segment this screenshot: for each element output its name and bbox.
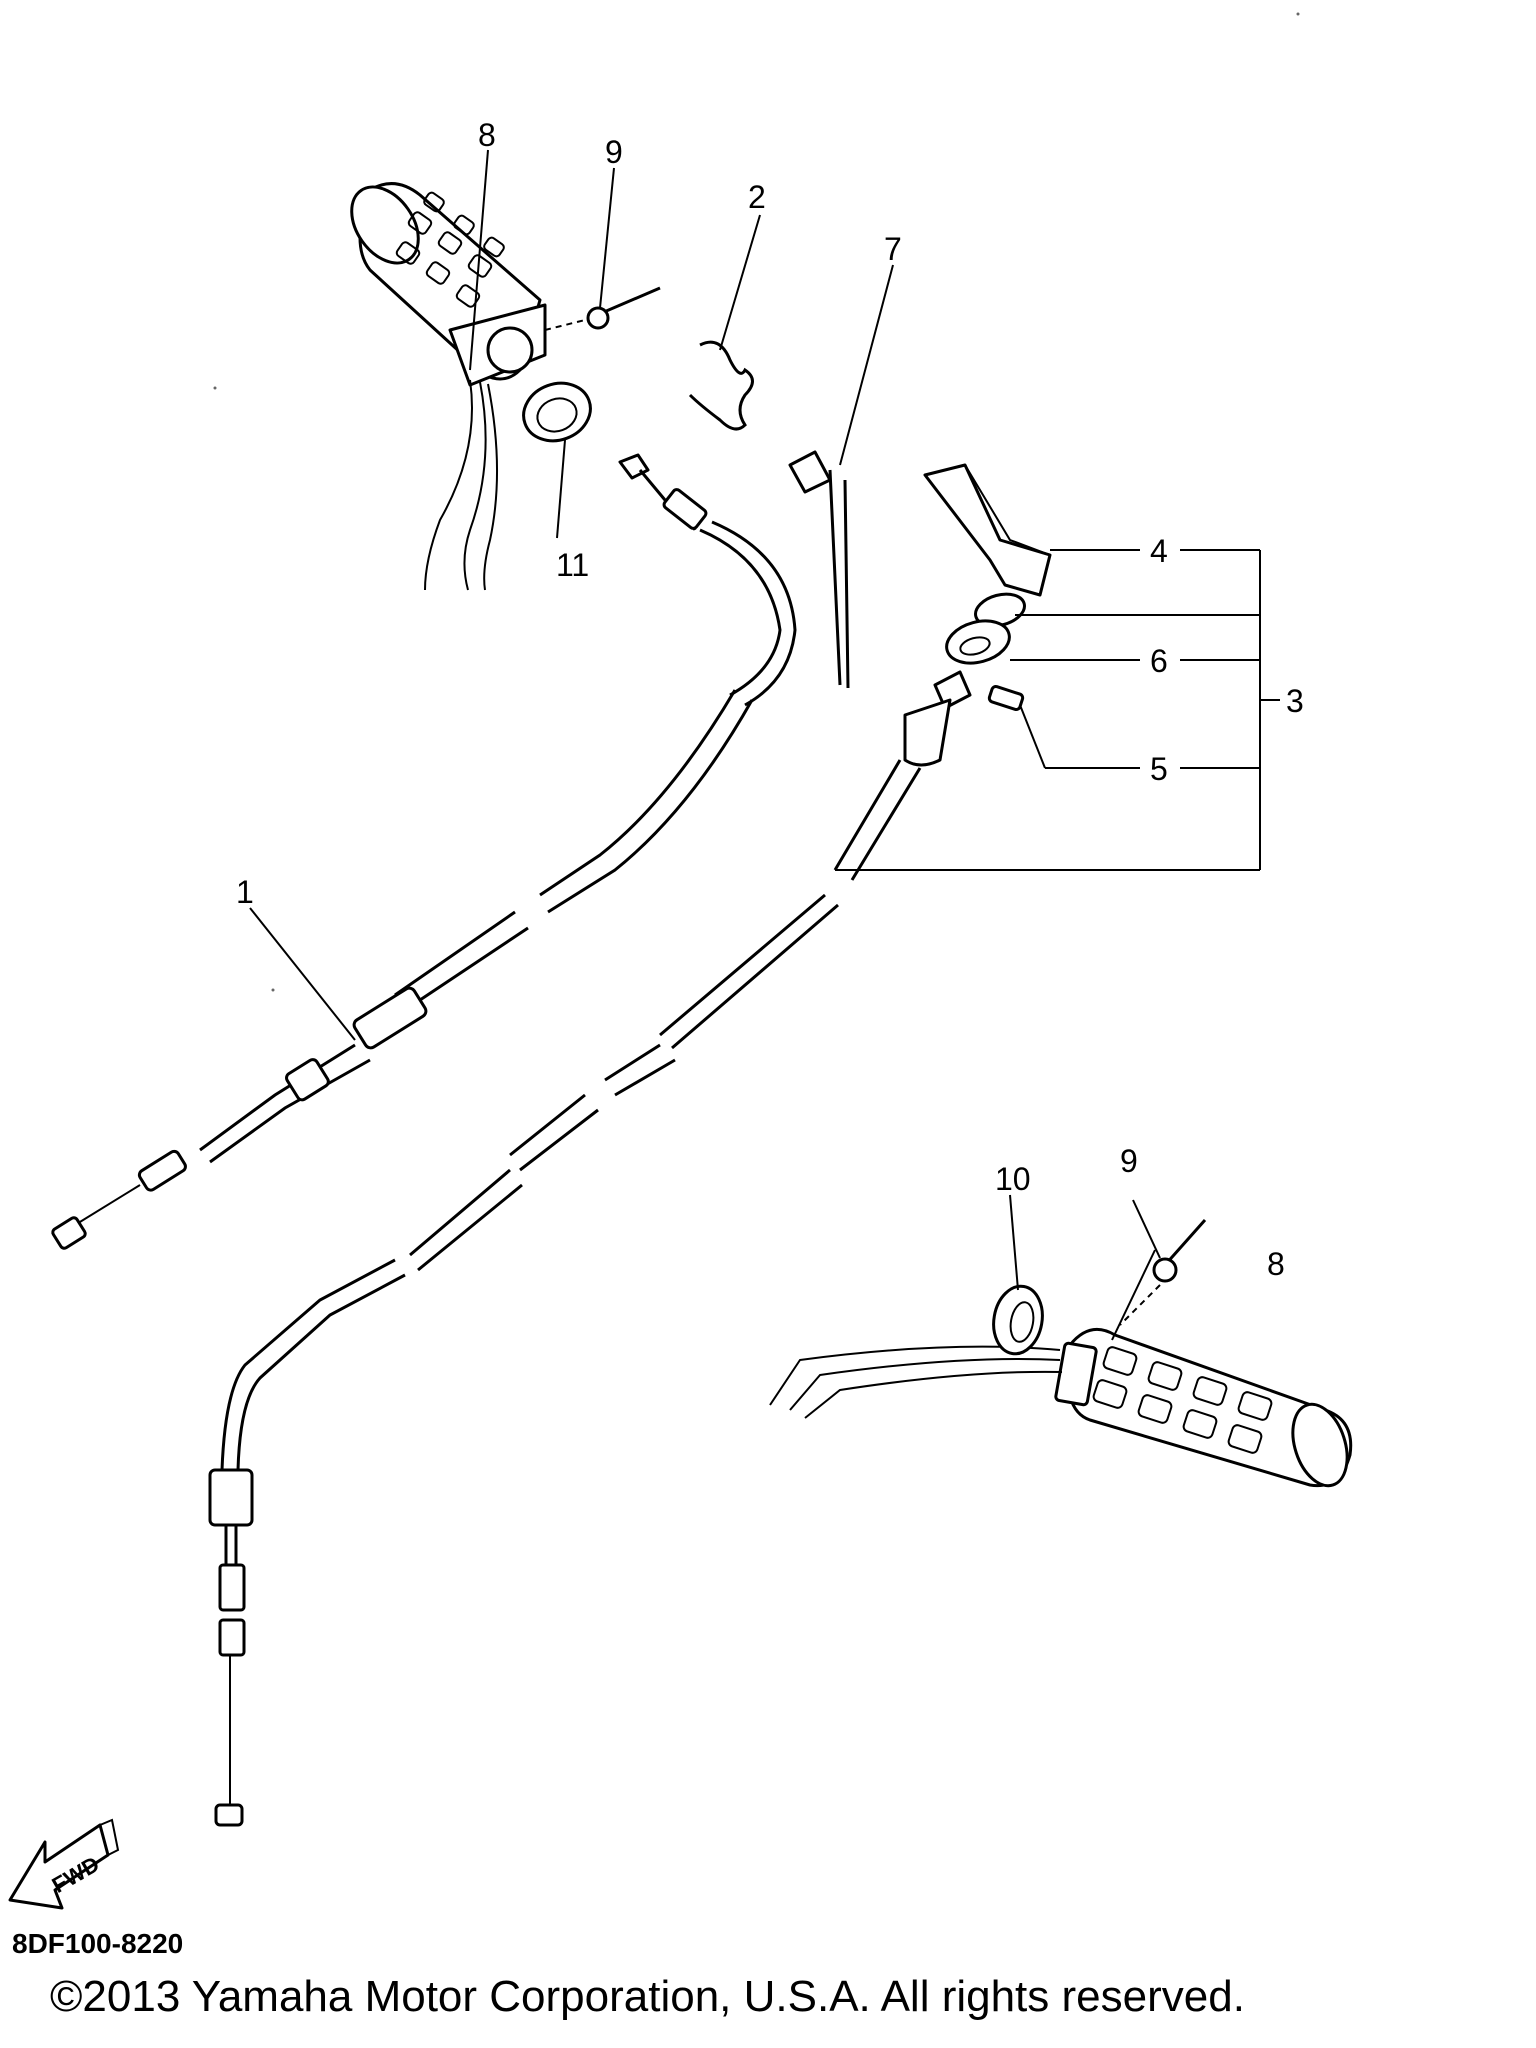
callout-7: 7 <box>884 231 902 267</box>
grip-screw-bottom <box>1119 1219 1207 1326</box>
callout-4: 4 <box>1150 533 1168 569</box>
grip-screw-top <box>544 286 661 331</box>
callout-2: 2 <box>748 179 766 215</box>
copyright-notice: ©2013 Yamaha Motor Corporation, U.S.A. A… <box>50 1972 1245 2021</box>
callout-6: 6 <box>1150 643 1168 679</box>
diagram-code: 8DF100-8220 <box>12 1928 184 1959</box>
cable-band <box>788 450 850 689</box>
callout-9-bottom: 9 <box>1120 1143 1138 1179</box>
throttle-cable <box>51 453 797 1250</box>
callout-3: 3 <box>1286 683 1304 719</box>
callout-9-top: 9 <box>605 134 623 170</box>
callout-leaders <box>249 149 1280 1341</box>
forward-direction-arrow: FWD <box>8 1818 120 1910</box>
callout-1: 1 <box>236 874 254 910</box>
callout-8-bottom: 8 <box>1267 1246 1285 1282</box>
right-handlebar-grip <box>769 1284 1353 1488</box>
callout-10: 10 <box>995 1161 1031 1197</box>
left-handlebar-grip <box>350 182 592 591</box>
callout-11: 11 <box>556 547 589 583</box>
cable-clip <box>688 340 754 431</box>
callout-labels: 8 9 2 7 11 4 6 3 5 1 10 9 8 <box>236 117 1304 1282</box>
choke-cable-assembly <box>208 463 1052 1827</box>
callout-5: 5 <box>1150 751 1168 787</box>
callout-8-top: 8 <box>478 117 496 153</box>
